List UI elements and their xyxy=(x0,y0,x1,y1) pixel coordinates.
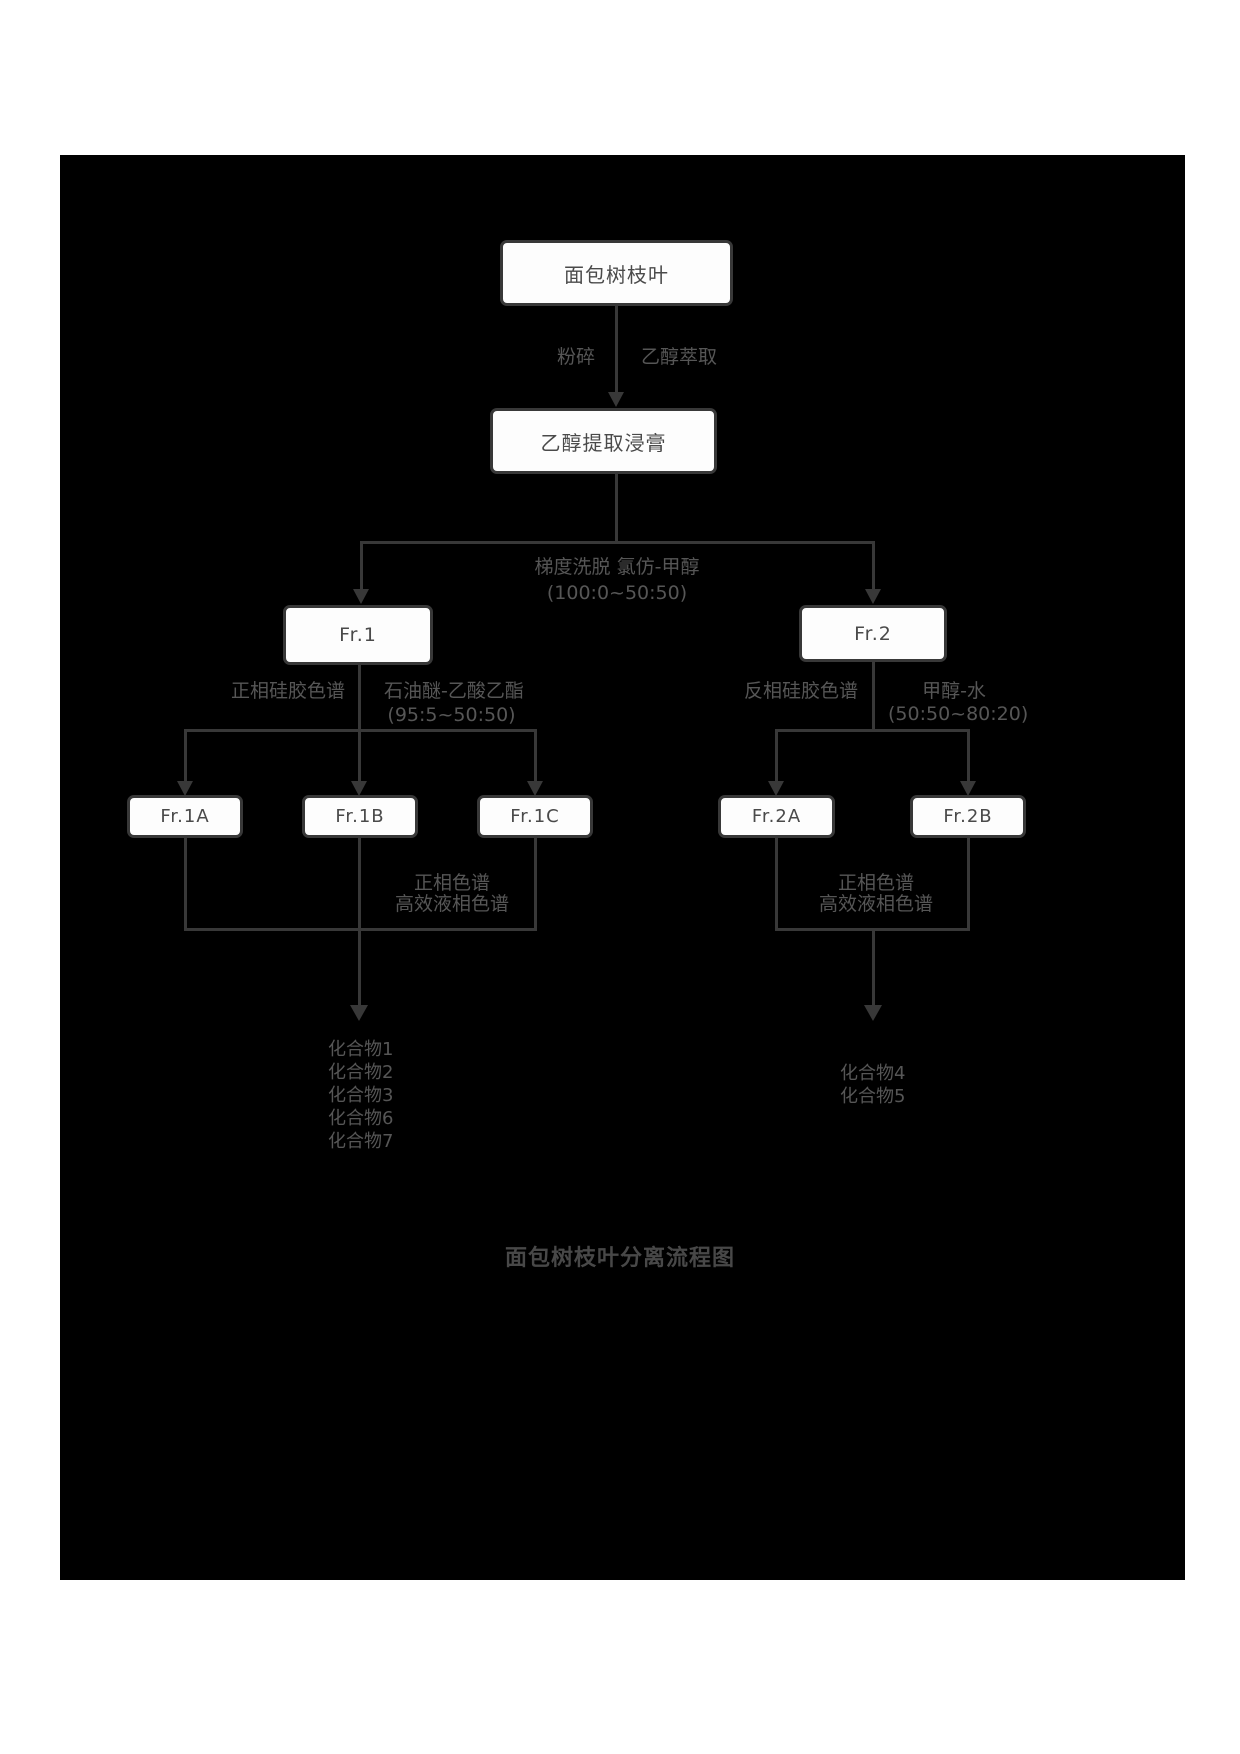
connector-branch-horizontal xyxy=(360,541,875,544)
edge-label-fr2-merge-method2: 高效液相色谱 xyxy=(818,893,933,915)
arrowhead-to-extract-icon xyxy=(608,392,624,407)
arrowhead-to-fr2b-icon xyxy=(960,781,976,796)
connector-extract-branch xyxy=(615,474,618,542)
connector-fr2-compounds xyxy=(872,928,875,1006)
connector-root-extract xyxy=(615,306,618,392)
connector-fr1-compounds xyxy=(358,928,361,1006)
connector-fr2a-merge xyxy=(775,838,778,930)
compound-list-right: 化合物4 化合物5 xyxy=(840,1062,905,1108)
arrowhead-to-fr1-icon xyxy=(353,589,369,604)
node-fr1: Fr.1 xyxy=(283,605,433,665)
edge-label-gradient-ratio: (100:0~50:50) xyxy=(546,582,688,604)
edge-label-fr2-merge-method1: 正相色谱 xyxy=(837,872,914,894)
arrowhead-to-fr2-icon xyxy=(865,589,881,604)
compound-item: 化合物7 xyxy=(328,1131,394,1152)
arrowhead-to-fr1b-icon xyxy=(351,781,367,796)
connector-fr1-split xyxy=(358,665,361,781)
arrowhead-to-compounds-right-icon xyxy=(864,1005,882,1021)
connector-split-fr2b xyxy=(967,729,970,781)
edge-label-gradient-elution: 梯度洗脱 氯仿-甲醇 xyxy=(534,556,700,578)
connector-split-fr2a xyxy=(775,729,778,781)
compound-item: 化合物6 xyxy=(328,1108,394,1129)
compound-item: 化合物2 xyxy=(328,1062,394,1083)
diagram-caption: 面包树枝叶分离流程图 xyxy=(504,1246,735,1271)
node-ethanol-extract: 乙醇提取浸膏 xyxy=(490,408,717,474)
edge-label-fr1-solvent: 石油醚-乙酸乙酯 xyxy=(384,680,524,702)
arrowhead-to-compounds-left-icon xyxy=(350,1005,368,1021)
compound-item: 化合物4 xyxy=(840,1063,906,1084)
edge-label-fr2-solvent-ratio: (50:50~80:20) xyxy=(888,703,1029,725)
node-fr2b: Fr.2B xyxy=(910,795,1026,838)
edge-label-fr2-solvent: 甲醇-水 xyxy=(922,680,986,702)
diagram-canvas xyxy=(60,155,1185,1580)
compound-list-left: 化合物1 化合物2 化合物3 化合物6 化合物7 xyxy=(328,1038,393,1153)
connector-branch-fr2 xyxy=(872,541,875,589)
connector-fr1a-merge xyxy=(184,838,187,930)
node-fr1b: Fr.1B xyxy=(302,795,418,838)
connector-fr2-split xyxy=(872,662,875,730)
edge-label-fr1-solvent-ratio: (95:5~50:50) xyxy=(387,704,516,726)
connector-fr1b-merge xyxy=(358,838,361,930)
connector-fr1-split-horizontal xyxy=(184,729,537,732)
node-fr2: Fr.2 xyxy=(799,605,947,662)
edge-label-fr2-method: 反相硅胶色谱 xyxy=(743,680,858,702)
edge-label-fr1-merge-method2: 高效液相色谱 xyxy=(394,893,509,915)
edge-label-fr1-method: 正相硅胶色谱 xyxy=(230,680,345,702)
connector-split-fr1a xyxy=(184,729,187,781)
connector-fr1c-merge xyxy=(534,838,537,930)
node-fr1a: Fr.1A xyxy=(127,795,243,838)
edge-label-fr1-merge-method1: 正相色谱 xyxy=(413,872,490,894)
connector-split-fr1c xyxy=(534,729,537,781)
edge-label-ethanol-extraction: 乙醇萃取 xyxy=(641,346,718,368)
compound-item: 化合物3 xyxy=(328,1085,394,1106)
arrowhead-to-fr1a-icon xyxy=(177,781,193,796)
arrowhead-to-fr1c-icon xyxy=(527,781,543,796)
node-fr1c: Fr.1C xyxy=(477,795,593,838)
connector-fr2b-merge xyxy=(967,838,970,930)
arrowhead-to-fr2a-icon xyxy=(768,781,784,796)
connector-fr2-split-horizontal xyxy=(775,729,969,732)
connector-branch-fr1 xyxy=(360,541,363,589)
node-source-material: 面包树枝叶 xyxy=(500,240,733,306)
node-fr2a: Fr.2A xyxy=(718,795,835,838)
edge-label-crush: 粉碎 xyxy=(556,346,595,368)
compound-item: 化合物5 xyxy=(840,1086,906,1107)
compound-item: 化合物1 xyxy=(328,1039,394,1060)
